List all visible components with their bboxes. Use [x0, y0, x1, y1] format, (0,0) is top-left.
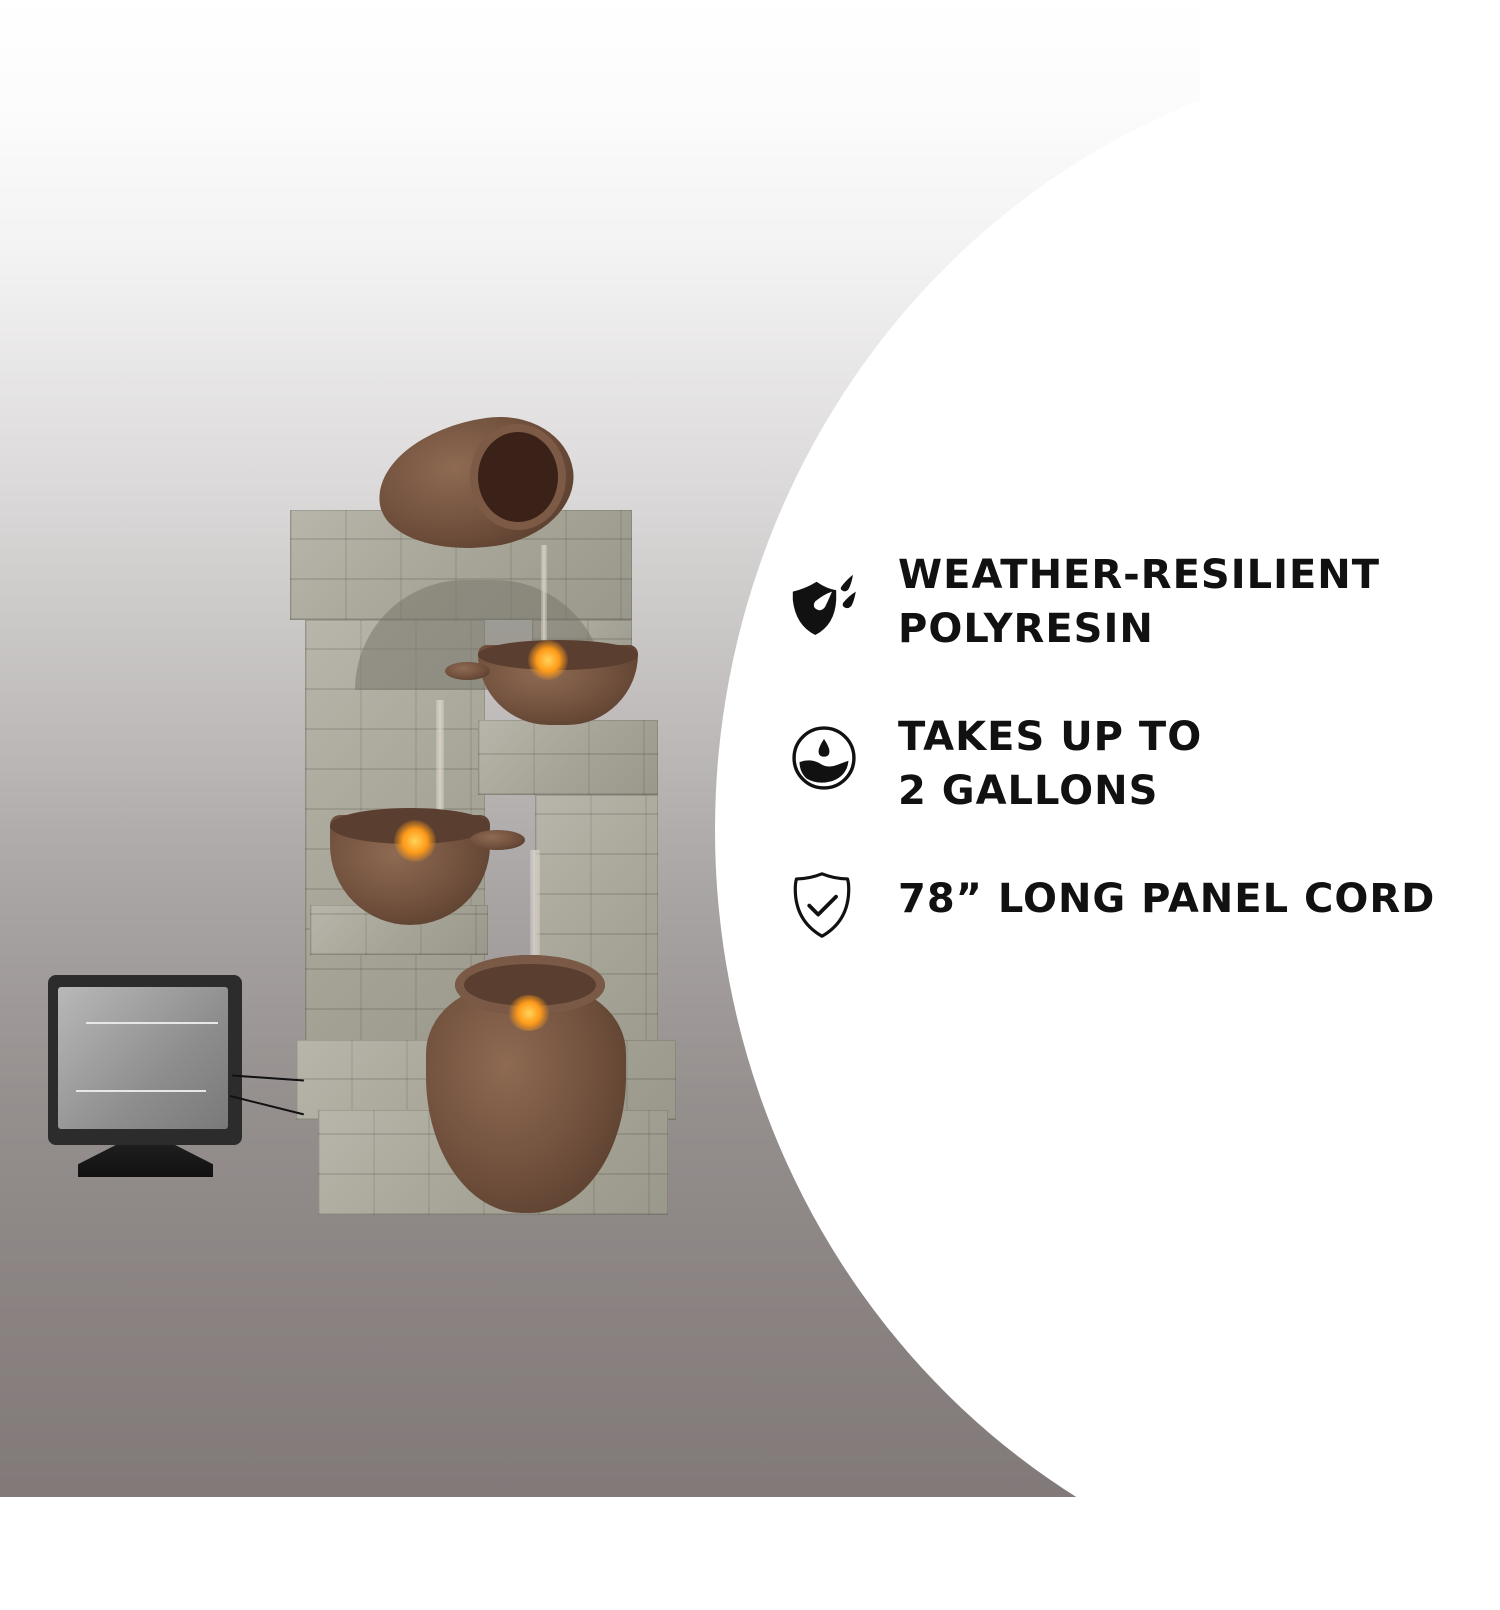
water-stream-1 [541, 545, 547, 665]
feature-text-cord: 78” LONG PANEL CORD [898, 876, 1436, 922]
middle-bowl-spout [470, 830, 525, 850]
shield-raindrops-icon [792, 574, 856, 635]
feature-text-weather: WEATHER-RESILIENT POLYRESIN [898, 552, 1381, 652]
middle-bowl-light [394, 820, 436, 862]
solar-panel-divider-1 [86, 1022, 218, 1024]
upper-bowl-light [528, 640, 568, 680]
feature-text-capacity: TAKES UP TO 2 GALLONS [898, 714, 1203, 814]
upper-bowl-spout [445, 662, 490, 680]
bottom-border [0, 1497, 1500, 1500]
solar-panel-cell [58, 987, 228, 1129]
bottom-urn-light [508, 995, 550, 1031]
water-capacity-icon [792, 726, 856, 790]
top-jar-opening [478, 432, 558, 522]
fountain-product-image [0, 0, 700, 1300]
water-stream-2 [436, 700, 444, 840]
white-panel-fill [1200, 0, 1500, 1500]
shield-check-icon [793, 872, 851, 938]
solar-panel-divider-2 [76, 1090, 206, 1092]
water-stream-3 [530, 850, 540, 1000]
stone-ledge-middle [478, 720, 658, 795]
